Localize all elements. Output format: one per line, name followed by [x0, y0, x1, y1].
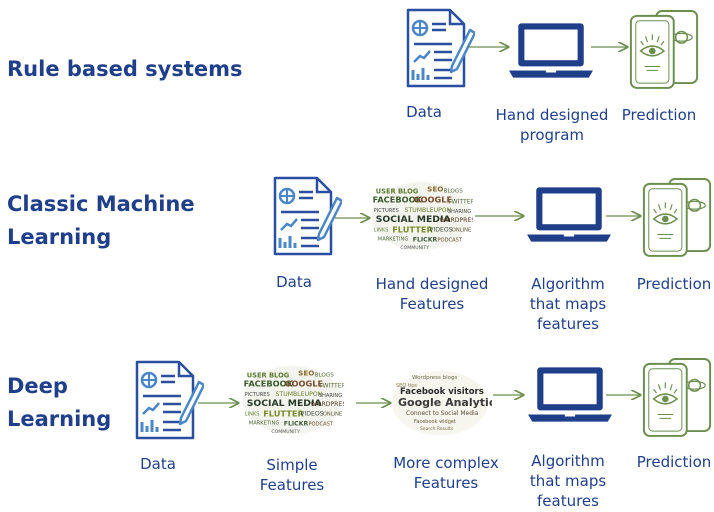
prediction-cards-icon [627, 8, 701, 90]
laptop-icon [507, 20, 595, 82]
prediction-cards-icon [640, 176, 714, 258]
caption-line: Features [259, 476, 325, 494]
caption-prediction: Prediction [632, 274, 714, 294]
prediction-cards-icon [640, 356, 714, 438]
caption-algorithm-maps-features: Algorithm that maps features [520, 451, 616, 511]
laptop-icon [526, 364, 614, 426]
caption-data: Data [398, 102, 450, 122]
title-line: Classic Machine [7, 192, 195, 216]
caption-line: Data [406, 103, 442, 121]
data-document-icon [126, 360, 204, 440]
flow-arrow [606, 211, 644, 221]
data-document-icon [264, 176, 342, 256]
caption-line: Hand designed [375, 275, 489, 293]
flow-arrow [493, 390, 527, 400]
caption-prediction: Prediction [632, 452, 714, 472]
laptop-icon [525, 184, 613, 246]
data-document-icon [397, 8, 475, 88]
word-cloud-features-image [369, 180, 473, 252]
caption-algorithm-maps-features: Algorithm that maps features [520, 274, 616, 334]
caption-line: that maps [529, 472, 607, 490]
caption-line: Hand designed [495, 106, 609, 124]
flow-arrow [356, 398, 394, 408]
caption-line: Simple [266, 456, 318, 474]
caption-line: Algorithm [531, 275, 605, 293]
caption-data: Data [268, 272, 320, 292]
word-cloud-complex-features-image [388, 368, 492, 438]
caption-line: Data [276, 273, 312, 291]
caption-line: Data [140, 455, 176, 473]
caption-line: Features [413, 474, 479, 492]
title-line: Learning [7, 407, 112, 431]
caption-line: Prediction [636, 453, 712, 471]
caption-line: Prediction [621, 106, 697, 124]
caption-line: Features [399, 295, 465, 313]
caption-data: Data [132, 454, 184, 474]
title-line: Learning [7, 225, 112, 249]
flow-arrow [606, 390, 644, 400]
caption-prediction: Prediction [616, 105, 702, 125]
flow-arrow [198, 398, 242, 408]
caption-line: More complex [393, 454, 499, 472]
flow-arrow [591, 42, 631, 52]
caption-line: Algorithm [531, 452, 605, 470]
caption-line: features [537, 315, 599, 333]
caption-line: that maps [529, 295, 607, 313]
title-line: Deep [7, 374, 68, 398]
row-title-rule-based: Rule based systems [7, 53, 243, 86]
caption-line: features [537, 492, 599, 510]
flow-arrow [475, 211, 527, 221]
caption-hand-designed-program: Hand designed program [494, 105, 610, 145]
row-title-classic-ml: Classic Machine Learning [7, 188, 195, 254]
row-title-deep-learning: Deep Learning [7, 370, 111, 436]
caption-line: Prediction [636, 275, 712, 293]
flow-arrow [468, 42, 512, 52]
caption-line: program [519, 126, 585, 144]
word-cloud-simple-features-image [240, 364, 344, 436]
title-line: Rule based systems [7, 57, 243, 81]
flow-arrow [335, 213, 373, 223]
